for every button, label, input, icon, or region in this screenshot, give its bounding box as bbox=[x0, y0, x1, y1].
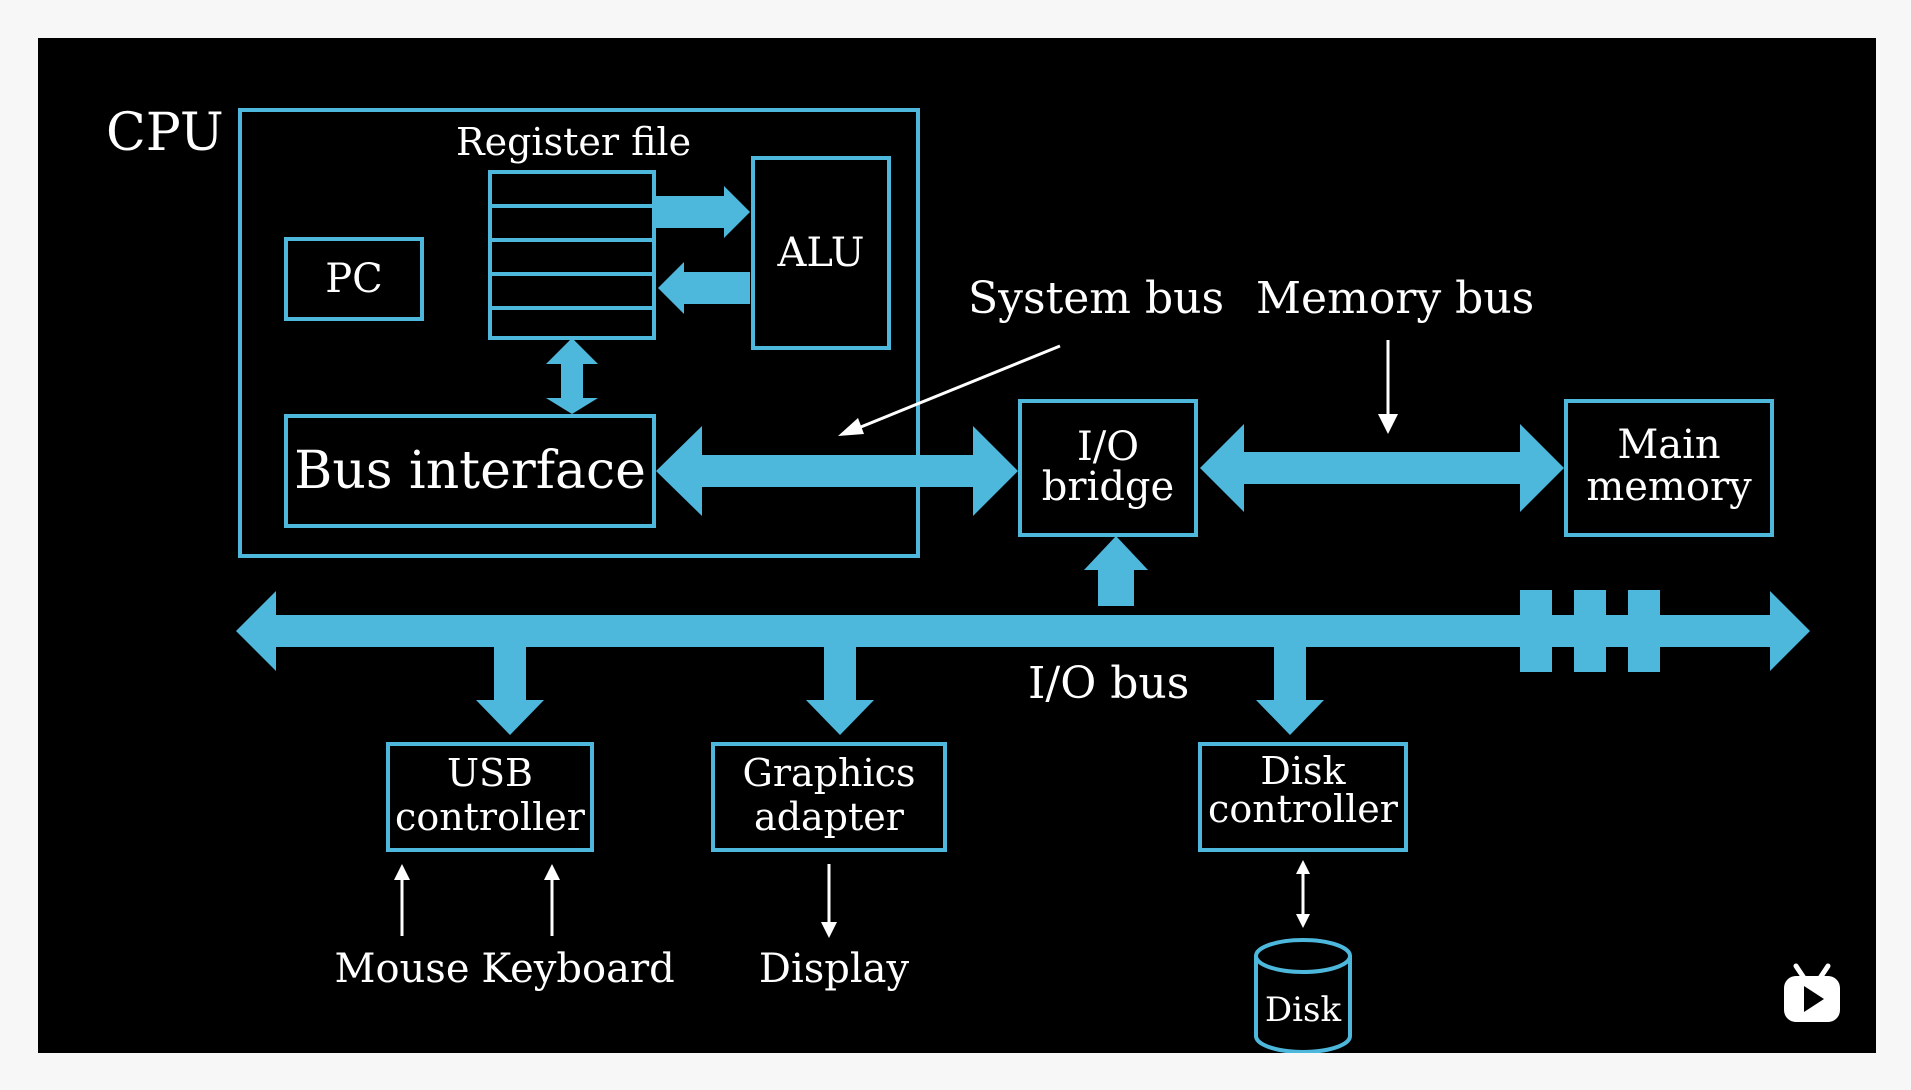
usb-controller-label-line2: controller bbox=[395, 795, 586, 839]
system-bus-label: System bus bbox=[968, 273, 1224, 324]
display-label: Display bbox=[759, 946, 910, 992]
graphics-bus-arrow bbox=[806, 646, 874, 735]
memory-bus-label: Memory bus bbox=[1256, 273, 1534, 324]
graphics-adapter-box bbox=[711, 742, 947, 852]
bus-interface-label: Bus interface bbox=[294, 441, 646, 501]
alu-to-register-arrow bbox=[658, 262, 750, 314]
computer-architecture-diagram: CPU Register file PC ALU Bus interface S… bbox=[106, 103, 1840, 1053]
alu-box bbox=[751, 156, 891, 350]
system-bus-pointer-arrow bbox=[838, 344, 1061, 436]
video-player-icon[interactable] bbox=[1784, 963, 1840, 1022]
usb-controller-label-line1: USB bbox=[447, 751, 533, 795]
keyboard-label: Keyboard bbox=[481, 946, 674, 992]
usb-bus-arrow bbox=[476, 646, 544, 735]
register-file bbox=[488, 170, 656, 340]
alu-label: ALU bbox=[777, 230, 865, 276]
register-file-label: Register file bbox=[456, 120, 691, 164]
pc-box bbox=[284, 237, 424, 321]
pc-label: PC bbox=[325, 256, 383, 302]
io-bus-label: I/O bus bbox=[1028, 658, 1189, 709]
disk-controller-box bbox=[1198, 742, 1408, 852]
graphics-adapter-label-line2: adapter bbox=[754, 795, 905, 839]
io-bridge-box bbox=[1018, 399, 1198, 537]
cpu-label: CPU bbox=[106, 103, 224, 163]
register-bus-interface-arrow bbox=[546, 338, 598, 414]
memory-bus-pointer-arrow bbox=[1378, 340, 1398, 434]
bus-interface-box bbox=[284, 414, 656, 528]
disk-bus-arrow bbox=[1256, 646, 1324, 735]
disk-controller-label-line1: Disk bbox=[1260, 749, 1346, 793]
usb-controller-box bbox=[386, 742, 594, 852]
disk-label: Disk bbox=[1265, 990, 1342, 1030]
display-output-arrow bbox=[821, 864, 837, 938]
memory-bus-pipe bbox=[1200, 424, 1564, 512]
io-bridge-label-line1: I/O bbox=[1077, 424, 1139, 470]
mouse-label: Mouse bbox=[335, 946, 470, 992]
main-memory-box bbox=[1564, 399, 1774, 537]
io-bridge-connector-arrow bbox=[1084, 536, 1148, 606]
main-memory-label-line2: memory bbox=[1586, 464, 1752, 510]
cpu-box bbox=[238, 108, 920, 558]
io-bus-expansion-slots bbox=[1520, 590, 1660, 672]
register-to-alu-arrow bbox=[656, 186, 750, 238]
mouse-input-arrow bbox=[394, 864, 410, 936]
graphics-adapter-label-line1: Graphics bbox=[743, 751, 916, 795]
io-bridge-label-line2: bridge bbox=[1042, 464, 1174, 510]
keyboard-input-arrow bbox=[544, 864, 560, 936]
disk-controller-label-line2: controller bbox=[1208, 787, 1399, 831]
disk-cylinder bbox=[1254, 938, 1352, 1053]
diagram-slide: CPU Register file PC ALU Bus interface S… bbox=[38, 38, 1876, 1053]
io-bus-pipe bbox=[236, 591, 1810, 671]
main-memory-label-line1: Main bbox=[1617, 422, 1720, 468]
system-bus-pipe bbox=[656, 426, 1018, 516]
disk-io-arrow bbox=[1296, 860, 1310, 928]
